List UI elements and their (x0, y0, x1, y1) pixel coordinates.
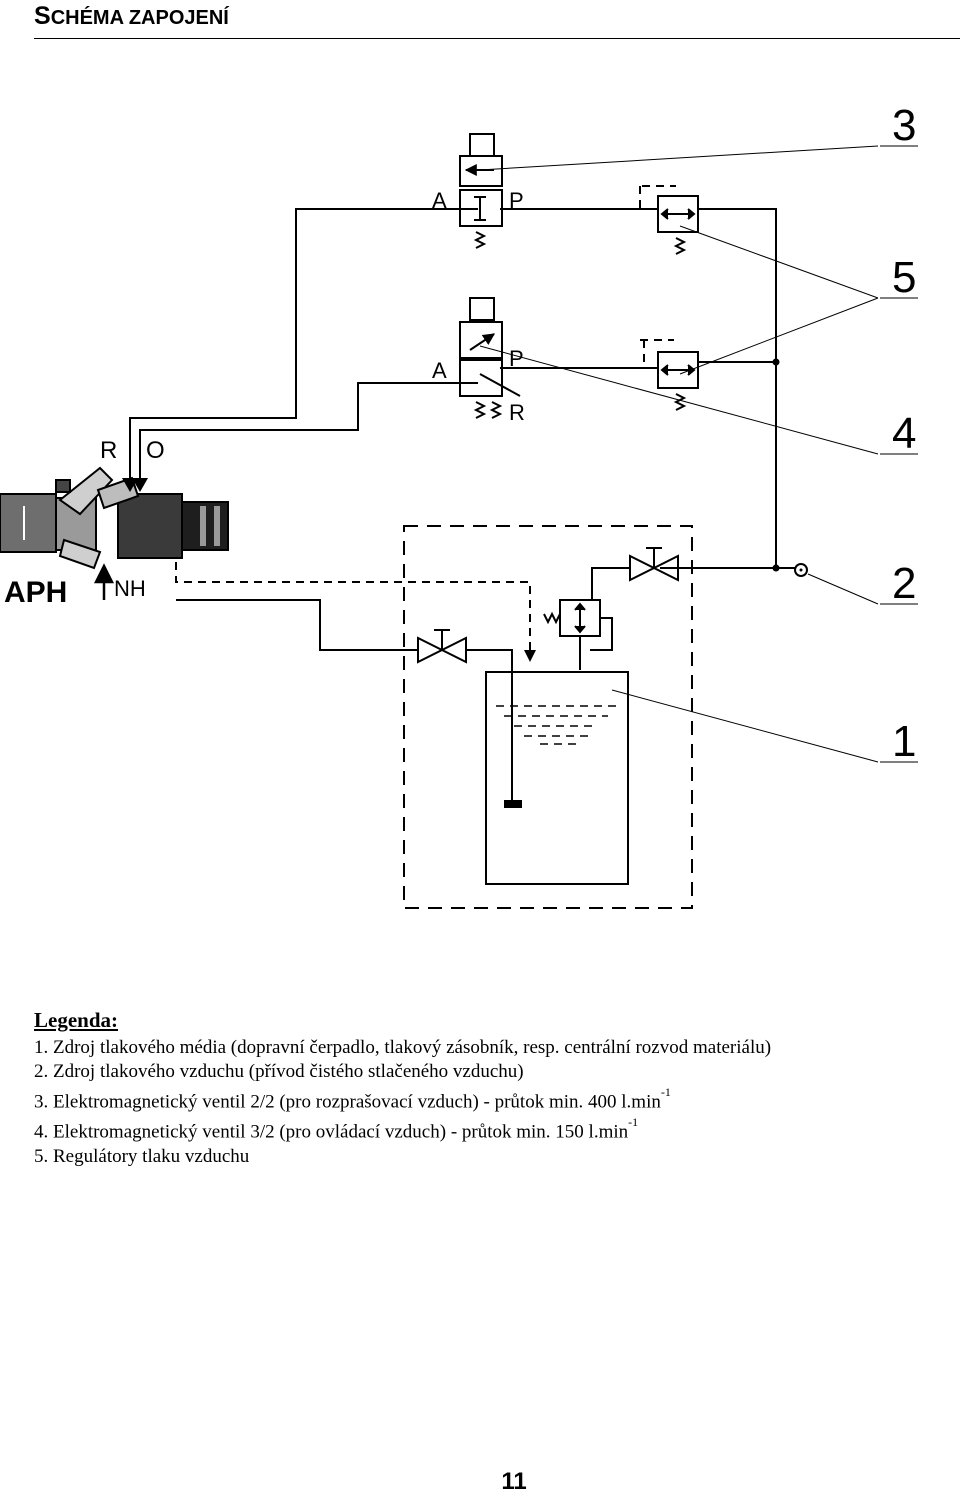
legend-item-4: 4. Elektromagnetický ventil 3/2 (pro ovl… (34, 1114, 934, 1144)
gun-label-nh: NH (114, 576, 146, 601)
material-source-enclosure (403, 525, 693, 909)
gun-label-aph: APH (4, 576, 67, 609)
page-title-rest: CHÉMA ZAPOJENÍ (50, 7, 229, 29)
valve-3-solenoid (459, 133, 503, 249)
pilot-lines (175, 185, 676, 658)
title-rule (34, 38, 960, 39)
callout-4: 4 (892, 409, 916, 458)
page-number: 11 (501, 1468, 527, 1495)
air-lines (129, 208, 795, 800)
valve-4-solenoid (459, 297, 521, 419)
legend-item-1: 1. Zdroj tlakového média (dopravní čerpa… (34, 1037, 772, 1058)
shutoff-valve-material (417, 629, 467, 664)
valve-3-port-p: P (509, 188, 524, 213)
regulator-5a (657, 195, 699, 255)
valve-4-port-p: P (509, 346, 524, 371)
regulator-tank (543, 599, 613, 651)
callout-3: 3 (892, 101, 916, 150)
legend-item-4-sup: -1 (628, 1115, 639, 1130)
pressure-tank (485, 671, 629, 885)
callout-leaders (479, 145, 918, 763)
shutoff-valve-air (629, 547, 679, 582)
tank-fluid-level (496, 705, 620, 745)
gun-arrows (93, 478, 148, 600)
gun-label-r: R (100, 437, 117, 464)
callout-5: 5 (892, 253, 916, 302)
legend-item-3-sup: -1 (660, 1085, 671, 1099)
legend-item-3: 3. Elektromagnetický ventil 2/2 (pro roz… (34, 1084, 934, 1114)
spray-gun (0, 466, 229, 570)
legend-item-2: 2. Zdroj tlakového vzduchu (přívod čisté… (34, 1061, 524, 1082)
legend-item-5: 5. Regulátory tlaku vzduchu (34, 1145, 250, 1167)
callout-1: 1 (892, 717, 916, 766)
valve-4-port-a: A (432, 358, 447, 383)
gun-label-o: O (146, 437, 165, 464)
valve-3-port-a: A (432, 188, 447, 213)
valve-4-port-r: R (509, 400, 525, 425)
wiring-diagram: A P A P R (0, 101, 918, 909)
legend-item-3-text: 3. Elektromagnetický ventil 2/2 (pro roz… (34, 1091, 661, 1113)
page-title-initial: S (34, 2, 51, 30)
legend-item-4-text: 4. Elektromagnetický ventil 3/2 (pro ovl… (34, 1121, 629, 1143)
legend: Legenda: 1. Zdroj tlakového média (dopra… (34, 1008, 934, 1169)
page-title: SCHÉMA ZAPOJENÍ (34, 2, 229, 31)
legend-heading: Legenda: (34, 1008, 118, 1032)
regulator-5b (657, 351, 699, 411)
callout-2: 2 (892, 559, 916, 608)
